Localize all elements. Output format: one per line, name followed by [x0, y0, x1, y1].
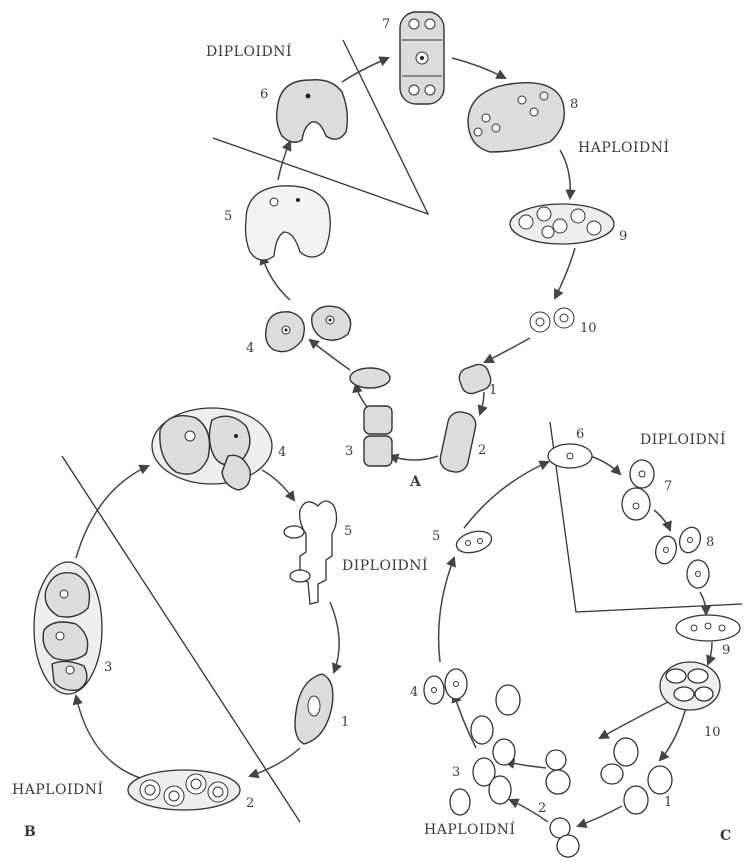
cell-c-stage-7 — [622, 460, 654, 520]
cell-c-stage-4 — [424, 669, 467, 704]
cell-a-stage-7 — [400, 12, 444, 104]
panel-a-stage-6-label: 6 — [260, 87, 268, 102]
cell-c-stage-10 — [660, 662, 720, 710]
panel-b-haploid-label: HAPLOIDNÍ — [12, 780, 104, 798]
cell-c-stage-3 — [450, 685, 520, 815]
panel-a-stage-3-label: 3 — [345, 444, 353, 459]
arrow-c-3-to-4 — [454, 694, 476, 748]
cell-a-stage-3 — [364, 406, 392, 466]
arrow-c-2-to-3 — [506, 762, 546, 768]
arrow-a-4b-to-4a — [310, 340, 350, 370]
panel-c-stage-1-label: 1 — [664, 795, 672, 810]
cell-b-stage-4 — [152, 408, 272, 490]
cell-c-stage-8 — [653, 524, 709, 588]
panel-c-stage-4-label: 4 — [410, 685, 418, 700]
cell-c-stage-5 — [454, 528, 494, 557]
panel-c-stage-8-label: 8 — [706, 535, 714, 550]
panel-c-stage-3-label: 3 — [452, 765, 460, 780]
cell-a-stage-10 — [530, 308, 574, 332]
panel-a-phase-divider — [213, 40, 428, 214]
panel-a-diploid-label: DIPLOIDNÍ — [206, 42, 292, 60]
panel-b-stage-2-label: 2 — [246, 796, 254, 811]
panel-b: 4 5 1 2 3 HAPLOIDNÍ B — [12, 408, 352, 840]
cell-a-stage-6 — [277, 80, 348, 143]
arrow-c-6-to-7 — [590, 456, 620, 474]
arrow-c-1-to-haploid — [578, 806, 622, 826]
arrow-c-8-to-9 — [700, 592, 706, 614]
panel-c: DIPLOIDNÍ DIPLOIDNÍ HAPLOIDNÍ 6 7 8 9 10… — [342, 422, 742, 857]
cell-b-stage-2 — [128, 770, 240, 810]
panel-c-stage-10-label: 10 — [704, 725, 721, 740]
cell-b-stage-3 — [34, 562, 102, 694]
panel-a-stage-8-label: 8 — [570, 97, 578, 112]
panel-c-diploid-label-top: DIPLOIDNÍ — [640, 430, 726, 448]
arrow-b-1-to-2 — [250, 748, 300, 776]
panel-b-stage-5-label: 5 — [344, 524, 352, 539]
arrow-b-5-to-1 — [330, 602, 339, 672]
cell-a-stage-1 — [456, 362, 493, 397]
arrow-a-1-to-2 — [480, 392, 484, 414]
panel-a-stage-9-label: 9 — [619, 229, 627, 244]
cell-a-stage-9 — [510, 204, 614, 244]
panel-c-stage-6-label: 6 — [576, 427, 584, 442]
panel-a-stage-5-label: 5 — [224, 209, 232, 224]
arrow-a-10-to-1 — [485, 338, 530, 362]
panel-b-stage-1-label: 1 — [341, 715, 349, 730]
arrow-c-9-to-10 — [708, 642, 712, 664]
cell-a-stage-8 — [468, 83, 564, 152]
arrow-a-6-to-7 — [342, 58, 388, 82]
cell-a-stage-4 — [266, 306, 390, 388]
arrow-a-7-to-8 — [452, 58, 505, 78]
panel-a-stage-10-label: 10 — [580, 321, 597, 336]
cell-b-stage-1 — [295, 674, 333, 744]
panel-c-stage-5-label: 5 — [432, 529, 440, 544]
arrow-a-9-to-10 — [555, 248, 575, 298]
panel-a: DIPLOIDNÍ HAPLOIDNÍ 1 2 3 4 5 6 7 8 9 10… — [206, 12, 670, 490]
arrow-c-7-to-8 — [654, 510, 670, 530]
panel-a-haploid-label: HAPLOIDNÍ — [578, 138, 670, 156]
panel-a-stage-2-label: 2 — [478, 443, 486, 458]
panel-c-stage-9-label: 9 — [722, 643, 730, 658]
cell-a-stage-2 — [438, 410, 478, 475]
arrow-b-2-to-3 — [76, 696, 140, 778]
panel-c-stage-7-label: 7 — [664, 479, 672, 494]
cell-b-stage-5 — [284, 501, 337, 604]
panel-c-haploid-label: HAPLOIDNÍ — [424, 820, 516, 838]
cell-c-stage-9 — [676, 615, 740, 641]
arrow-c-10-to-1 — [660, 708, 686, 760]
panel-c-stage-2-label: 2 — [538, 801, 546, 816]
panel-a-letter: A — [409, 474, 422, 490]
panel-a-stage-7-label: 7 — [382, 17, 390, 32]
arrow-c-10-to-2 — [600, 702, 668, 738]
panel-b-letter: B — [24, 824, 36, 840]
cell-a-stage-5 — [246, 186, 331, 260]
panel-a-stage-1-label: 1 — [489, 383, 497, 398]
cell-c-stage-6 — [548, 444, 592, 468]
panel-c-letter: C — [720, 828, 731, 844]
arrow-a-2-to-3 — [390, 456, 438, 460]
panel-c-diploid-label-left: DIPLOIDNÍ — [342, 556, 428, 574]
arrow-b-3-to-4 — [76, 466, 148, 558]
arrow-a-8-to-9 — [560, 150, 570, 198]
arrow-c-4-to-5 — [439, 558, 454, 662]
arrow-c-5-to-6 — [464, 462, 548, 528]
panel-b-stage-3-label: 3 — [104, 660, 112, 675]
arrow-a-4-to-5 — [262, 256, 290, 300]
panel-a-stage-4-label: 4 — [246, 341, 254, 356]
arrow-b-4-to-5 — [262, 470, 294, 500]
panel-b-stage-4-label: 4 — [278, 445, 286, 460]
